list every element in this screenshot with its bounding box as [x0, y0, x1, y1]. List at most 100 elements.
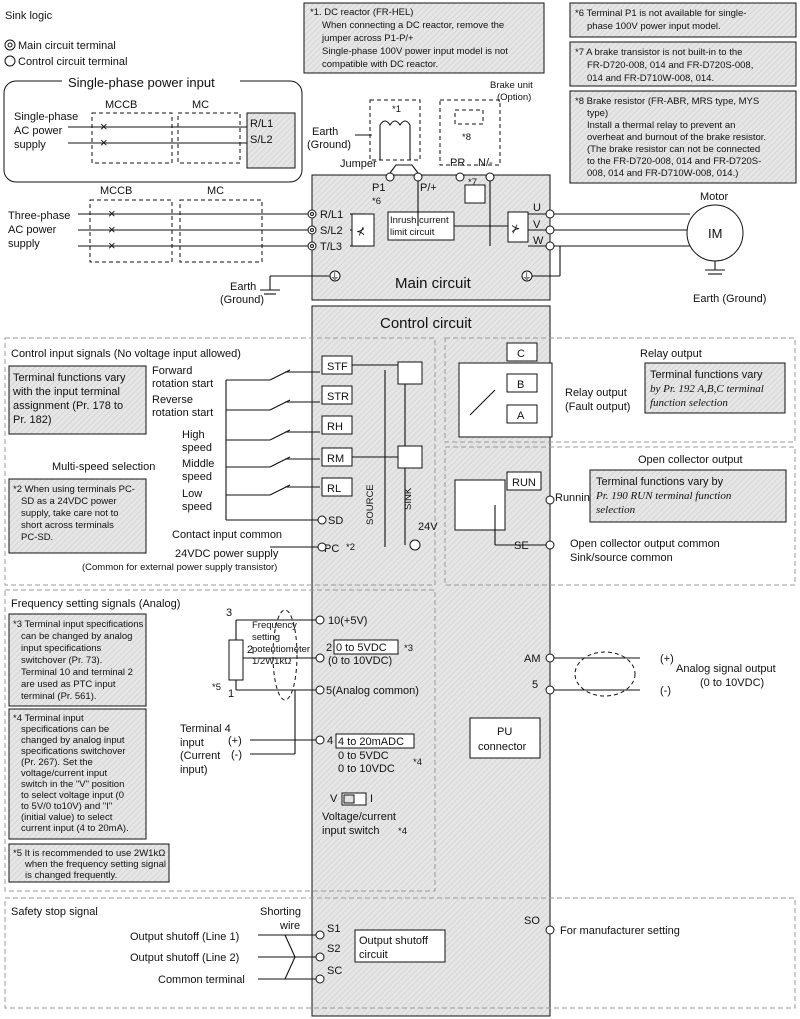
svg-text:3: 3	[226, 607, 232, 619]
svg-text:⏚: ⏚	[522, 272, 532, 283]
svg-text:High: High	[182, 429, 205, 441]
svg-text:MCCB: MCCB	[105, 99, 137, 111]
svg-text:short across terminals: short across terminals	[21, 520, 114, 531]
legend-control: Control circuit terminal	[18, 56, 127, 68]
note-3: *3 Terminal input specifications can be …	[8, 613, 147, 707]
svg-text:⊁: ⊁	[511, 223, 520, 235]
svg-text:overheat and burnout of the br: overheat and burnout of the brake resist…	[587, 132, 766, 143]
svg-text:is changed frequently.: is changed frequently.	[25, 870, 117, 881]
svg-text:AC power: AC power	[14, 125, 63, 137]
svg-text:(initial value) to select: (initial value) to select	[21, 812, 113, 823]
svg-text:with the input terminal: with the input terminal	[12, 386, 120, 398]
svg-text:Inrush current: Inrush current	[390, 215, 449, 226]
relay-frame	[444, 337, 796, 443]
svg-text:Voltage/current: Voltage/current	[322, 811, 396, 823]
output-shutoff-box	[354, 929, 446, 963]
legend-main: Main circuit terminal	[18, 40, 116, 52]
svg-text:2: 2	[247, 644, 253, 656]
svg-text:5: 5	[532, 679, 538, 691]
svg-text:input: input	[180, 737, 204, 749]
svg-text:0 to 10VDC: 0 to 10VDC	[338, 763, 395, 775]
svg-text:Pr. 182): Pr. 182)	[13, 414, 52, 426]
svg-text:RUN: RUN	[512, 477, 536, 489]
svg-text:function selection: function selection	[650, 397, 728, 409]
control-inputs-title: Control input signals (No voltage input …	[11, 348, 241, 360]
svg-text:PC-SD.: PC-SD.	[21, 532, 53, 543]
control-inputs-frame	[4, 337, 436, 586]
svg-text:*6: *6	[372, 196, 381, 207]
potentiometer: 3 2 1 Frequency setting potentiometer 1/…	[212, 607, 320, 701]
safety-frame	[4, 897, 796, 1009]
svg-text:*2 When using terminals PC-: *2 When using terminals PC-	[13, 484, 135, 495]
svg-text:Forward: Forward	[152, 365, 192, 377]
svg-text:R/L1: R/L1	[250, 118, 273, 130]
svg-text:A: A	[517, 410, 525, 422]
open-collector: RUN Running SE Terminal functions vary b…	[454, 469, 787, 564]
svg-text:(0 to 10VDC): (0 to 10VDC)	[700, 677, 764, 689]
svg-text:T/L3: T/L3	[320, 241, 342, 253]
svg-text:Open collector output common: Open collector output common	[570, 538, 720, 550]
svg-text:*3 Terminal input specificatio: *3 Terminal input specifications	[13, 619, 144, 630]
svg-text:speed: speed	[182, 471, 212, 483]
svg-text:Brake unit: Brake unit	[490, 80, 533, 91]
svg-text:Single-phase 100V power input: Single-phase 100V power input model is n…	[322, 46, 508, 57]
svg-text:SO: SO	[524, 915, 540, 927]
svg-text:24VDC power supply: 24VDC power supply	[175, 548, 279, 560]
svg-text:Install a thermal relay to pre: Install a thermal relay to prevent an	[587, 120, 735, 131]
svg-text:connector: connector	[478, 741, 527, 753]
svg-text:S1: S1	[327, 923, 340, 935]
svg-text:*3: *3	[404, 643, 413, 654]
safety-title: Safety stop signal	[11, 906, 98, 918]
svg-text:014 and FR-D710W-008, 014.: 014 and FR-D710W-008, 014.	[587, 73, 714, 84]
svg-text:are used as PTC input: are used as PTC input	[21, 679, 116, 690]
svg-text:(Ground): (Ground)	[307, 139, 351, 151]
svg-text:(Option): (Option)	[497, 92, 531, 103]
svg-text:input): input)	[180, 764, 208, 776]
svg-text:Common terminal: Common terminal	[158, 974, 245, 986]
svg-text:Motor: Motor	[700, 191, 728, 203]
svg-text:switchover (Pr. 73).: switchover (Pr. 73).	[21, 655, 102, 666]
svg-text:PR: PR	[450, 157, 465, 169]
safety-signals: Shorting wire Output shutoff (Line 1) Ou…	[130, 906, 680, 986]
svg-text:to 5V/0 to10V) and "I": to 5V/0 to10V) and "I"	[21, 801, 112, 812]
svg-text:to the FR-D720-008, 014 and FR: to the FR-D720-008, 014 and FR-D720S-	[587, 156, 761, 167]
svg-text:Middle: Middle	[182, 458, 214, 470]
svg-text:input switch: input switch	[322, 825, 379, 837]
svg-text:supply: supply	[8, 238, 40, 250]
svg-text:2: 2	[326, 642, 332, 654]
svg-text:(-): (-)	[660, 685, 671, 697]
svg-text:Earth: Earth	[312, 126, 338, 138]
svg-text:(+): (+)	[660, 653, 674, 665]
svg-text:Relay output: Relay output	[565, 387, 627, 399]
input-labels: Forward rotation start Reverse rotation …	[52, 365, 282, 573]
svg-text:SC: SC	[327, 965, 342, 977]
relay-output: C B A Relay output (Fault output) Termin…	[458, 342, 786, 438]
svg-text:Jumper: Jumper	[340, 158, 377, 170]
svg-text:Output shutoff (Line 1): Output shutoff (Line 1)	[130, 931, 239, 943]
single-phase-terminal-block	[246, 112, 296, 169]
svg-text:(The brake resistor can not be: (The brake resistor can not be connected	[587, 144, 760, 155]
svg-text:R/L1: R/L1	[320, 209, 343, 221]
svg-text:speed: speed	[182, 501, 212, 513]
open-collector-title: Open collector output	[638, 454, 743, 466]
control-terminal-symbol	[4, 55, 16, 67]
svg-text:Output shutoff (Line 2): Output shutoff (Line 2)	[130, 952, 239, 964]
svg-text:can be changed by analog: can be changed by analog	[21, 631, 132, 642]
svg-text:supply, take care not to: supply, take care not to	[21, 508, 119, 519]
svg-text:10(+5V): 10(+5V)	[328, 615, 367, 627]
main-circuit-title: Main circuit	[395, 275, 472, 292]
svg-text:Frequency: Frequency	[252, 620, 297, 631]
svg-text:jumper across P1-P/+: jumper across P1-P/+	[321, 33, 414, 44]
svg-text:rotation start: rotation start	[152, 378, 213, 390]
note-terminal-functions: Terminal functions vary with the input t…	[8, 365, 147, 435]
svg-text:Multi-speed selection: Multi-speed selection	[52, 461, 155, 473]
svg-text:specifications can be: specifications can be	[21, 724, 109, 735]
svg-text:(Fault output): (Fault output)	[565, 401, 630, 413]
svg-text:Terminal 4: Terminal 4	[180, 723, 231, 735]
svg-text:Contact input common: Contact input common	[172, 529, 282, 541]
svg-text:×: ×	[100, 135, 108, 150]
svg-text:when the frequency setting sig: when the frequency setting signal	[24, 859, 166, 870]
svg-text:1/2W1kΩ: 1/2W1kΩ	[252, 656, 291, 667]
svg-text:*5: *5	[212, 682, 221, 693]
